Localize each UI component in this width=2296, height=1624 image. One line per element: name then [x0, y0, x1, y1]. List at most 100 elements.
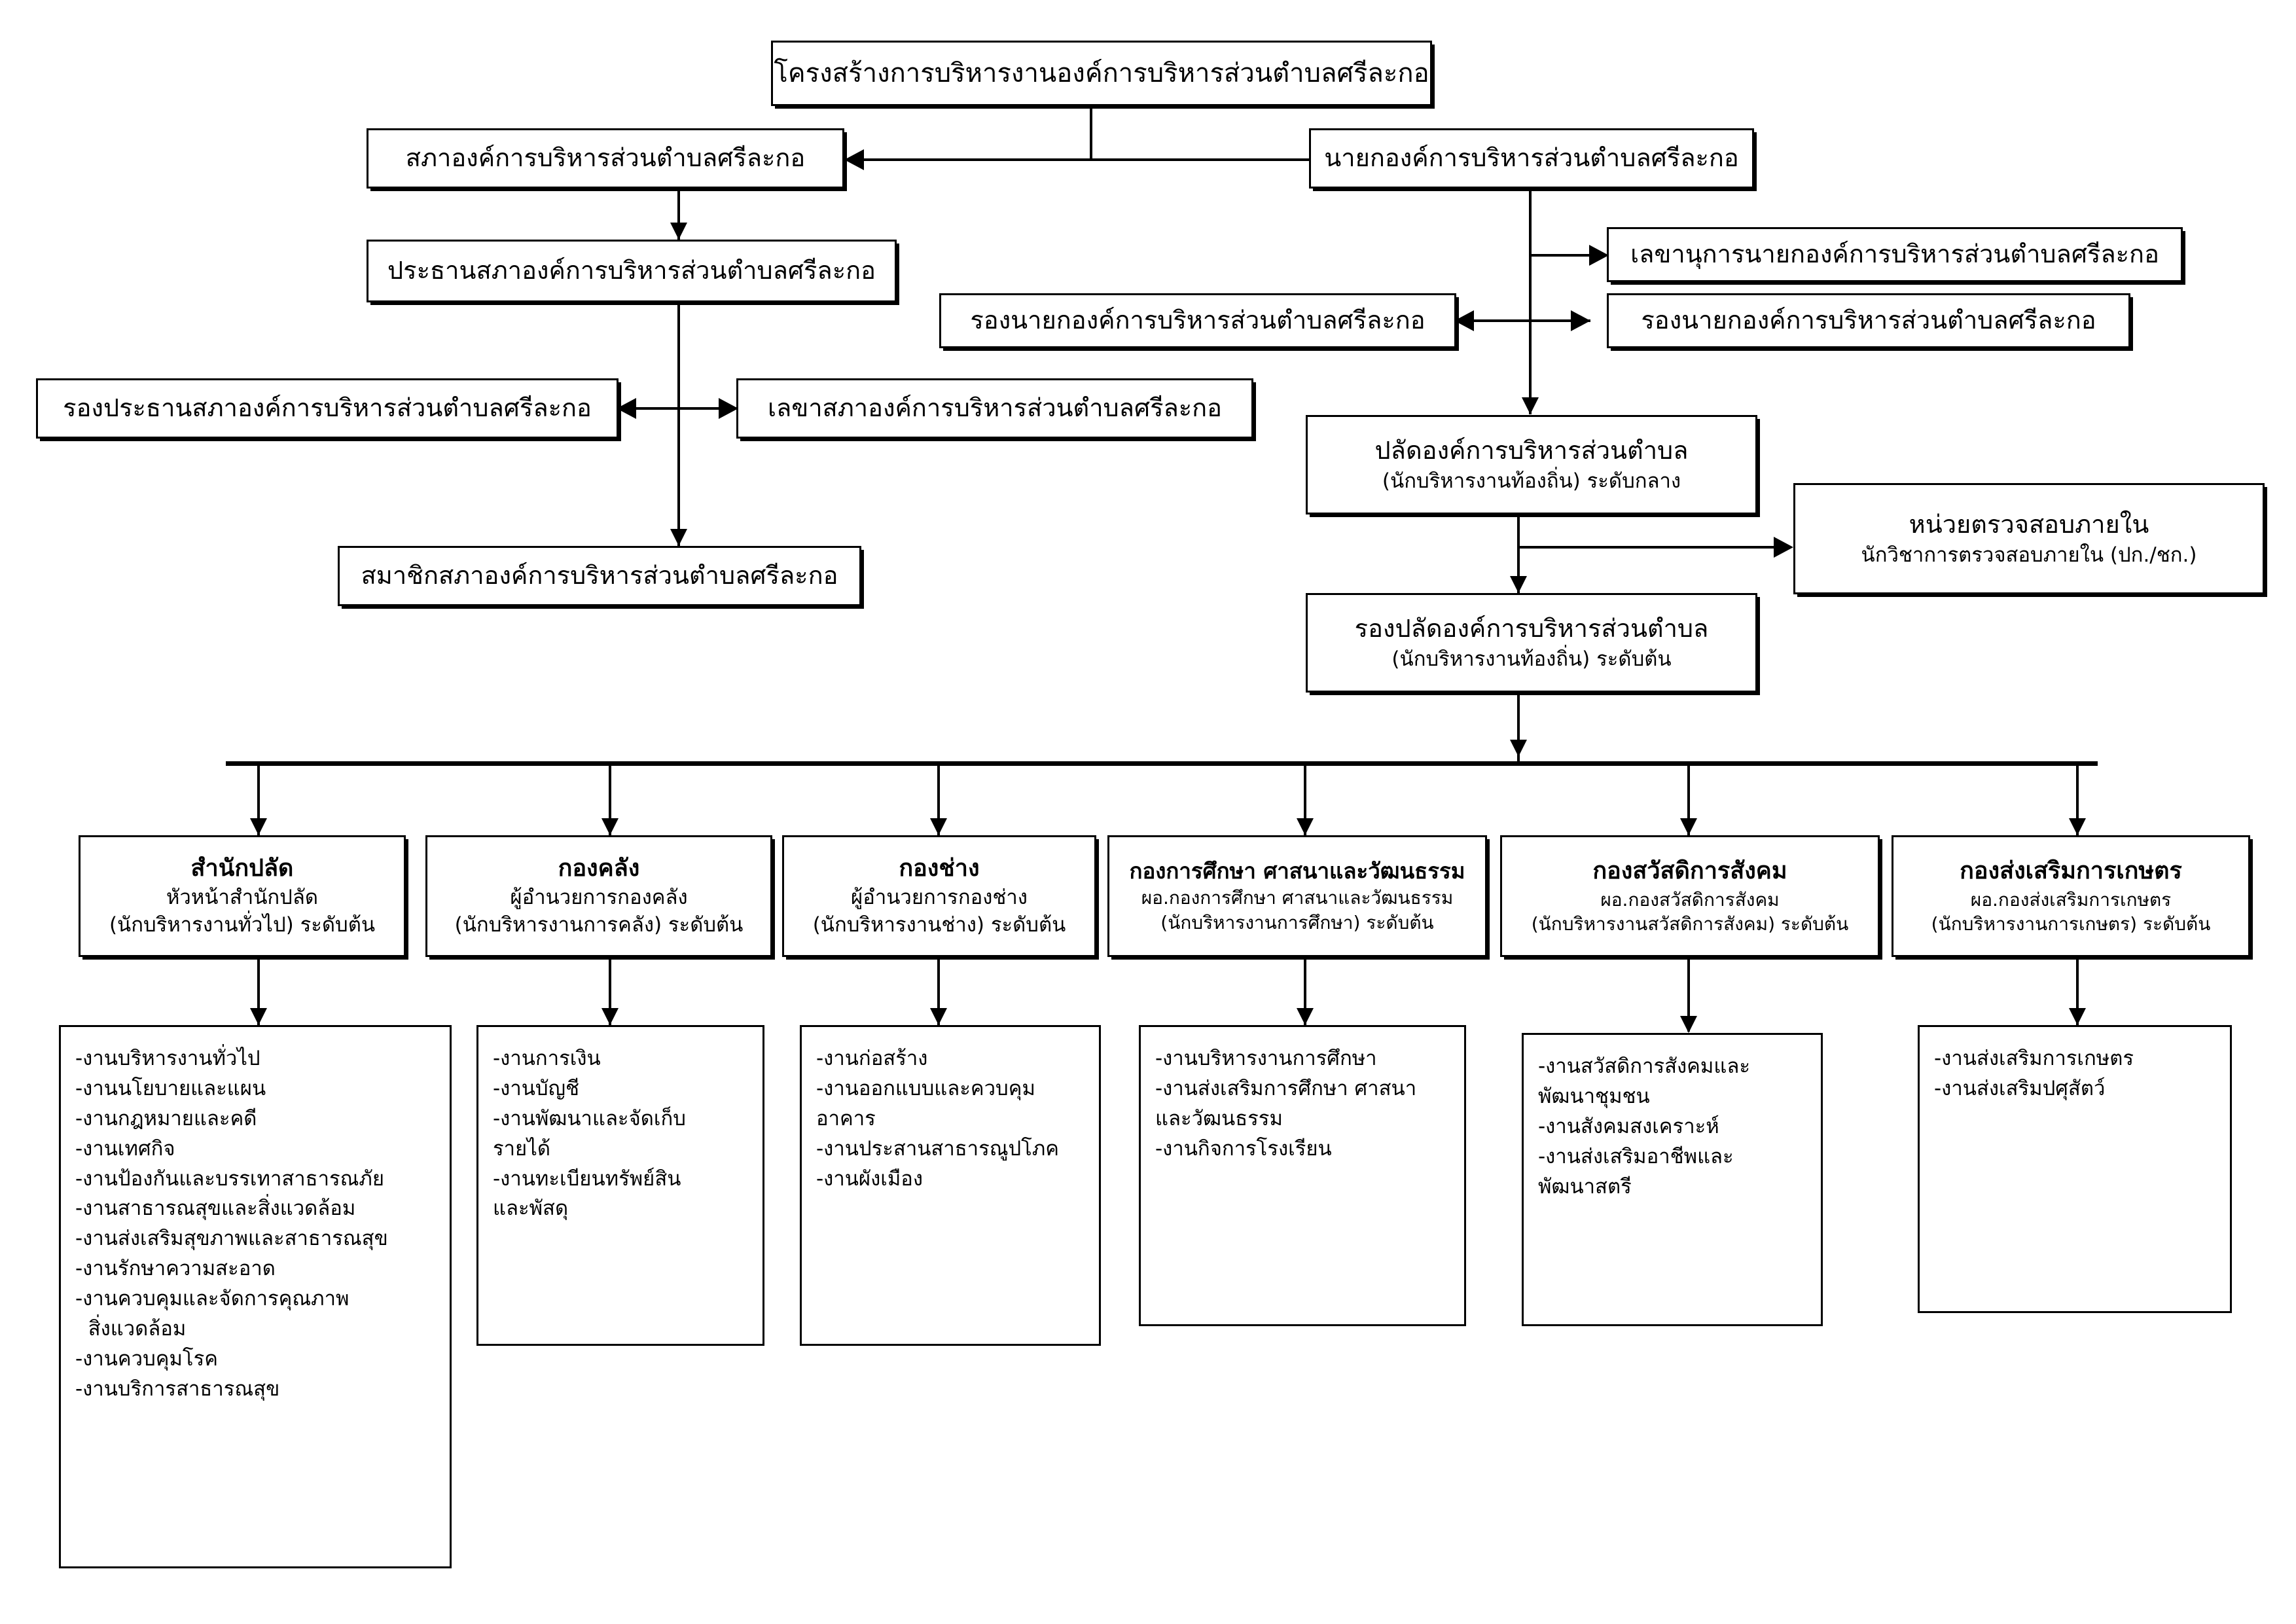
mayor-label: นายกองค์การบริหารส่วนตำบลศรีละกอ: [1324, 143, 1739, 173]
connector-dept-2-to-tasks: [609, 957, 611, 1025]
arrow-to-deputy-mayor-left: [1454, 310, 1474, 331]
list-item: -งานออกแบบและควบคุม: [816, 1076, 1035, 1100]
task-list-box-5: -งานสวัสดิการสังคมและ พัฒนาชุมชน -งานสัง…: [1522, 1033, 1823, 1326]
list-item: และพัสดุ: [493, 1197, 569, 1221]
list-item: และวัฒนธรรม: [1155, 1106, 1283, 1130]
council-chair-box: ประธานสภาองค์การบริหารส่วนตำบลศรีละกอ: [367, 240, 897, 302]
department-box-4: กองการศึกษา ศาสนาและวัฒนธรรม ผอ.กองการศึ…: [1107, 835, 1487, 957]
department-box-3: กองช่าง ผู้อำนวยการกองช่าง (นักบริหารงาน…: [782, 835, 1096, 957]
connector-dept-3-to-tasks: [937, 957, 940, 1025]
internal-audit-box: หน่วยตรวจสอบภายใน นักวิชาการตรวจสอบภายใน…: [1793, 483, 2265, 594]
deputy-chief-admin-title: รองปลัดองค์การบริหารส่วนตำบล: [1354, 614, 1709, 643]
connector-deputy-mayors: [1473, 319, 1590, 322]
department-4-name: กองการศึกษา ศาสนาและวัฒนธรรม: [1129, 857, 1465, 884]
arrow-bus-drop-4: [1297, 818, 1314, 835]
list-item: -งานควบคุมโรค: [75, 1346, 218, 1371]
connector-bus-drop-4: [1304, 765, 1306, 835]
department-1-name: สำนักปลัด: [190, 854, 294, 882]
arrow-dept-5-to-tasks: [1680, 1016, 1697, 1033]
arrow-to-mayor-secretary: [1589, 245, 1609, 266]
connector-dept-4-to-tasks: [1304, 957, 1306, 1025]
internal-audit-role: นักวิชาการตรวจสอบภายใน (ปก./ชก.): [1861, 543, 2197, 567]
arrow-bus-drop-5: [1680, 818, 1697, 835]
connector-chief-to-audit: [1517, 546, 1785, 549]
deputy-mayor-right-box: รองนายกองค์การบริหารส่วนตำบลศรีละกอ: [1607, 293, 2130, 348]
arrow-council-to-chair: [670, 223, 687, 240]
department-1-head: หัวหน้าสำนักปลัด: [166, 886, 318, 910]
list-item: -งานบัญชี: [493, 1076, 580, 1100]
list-item: -งานนโยบายและแผน: [75, 1076, 266, 1100]
page-title: โครงสร้างการบริหารงานองค์การบริหารส่วนตำ…: [774, 58, 1429, 88]
department-5-name: กองสวัสดิการสังคม: [1592, 857, 1787, 884]
department-box-5: กองสวัสดิการสังคม ผอ.กองสวัสดิการสังคม (…: [1500, 835, 1880, 957]
task-list-box-1: -งานบริหารงานทั่วไป -งานนโยบายและแผน -งา…: [59, 1025, 452, 1568]
council-members-label: สมาชิกสภาองค์การบริหารส่วนตำบลศรีละกอ: [361, 561, 838, 590]
list-item: พัฒนาชุมชน: [1538, 1084, 1650, 1108]
department-5-rank: (นักบริหารงานสวัสดิการสังคม) ระดับต้น: [1531, 913, 1849, 935]
list-item: -งานการเงิน: [493, 1047, 601, 1070]
list-item: สิ่งแวดล้อม: [75, 1316, 187, 1341]
list-item: -งานส่งเสริมการศึกษา ศาสนา: [1155, 1076, 1417, 1100]
arrow-dept-2-to-tasks: [601, 1008, 619, 1025]
list-item: อาคาร: [816, 1106, 876, 1130]
list-item: -งานกิจการโรงเรียน: [1155, 1136, 1332, 1161]
task-list-1: -งานบริหารงานทั่วไป -งานนโยบายและแผน -งา…: [75, 1044, 438, 1405]
arrow-to-vice-chair: [617, 398, 636, 419]
list-item: -งานบริการสาธารณสุข: [75, 1377, 280, 1401]
connector-dept-6-to-tasks: [2076, 957, 2079, 1025]
list-item: -งานป้องกันและบรรเทาสาธารณภัย: [75, 1166, 385, 1191]
council-box: สภาองค์การบริหารส่วนตำบลศรีละกอ: [367, 128, 844, 189]
connector-bus-drop-6: [2076, 765, 2079, 835]
list-item: พัฒนาสตรี: [1538, 1174, 1632, 1199]
deputy-mayor-left-box: รองนายกองค์การบริหารส่วนตำบลศรีละกอ: [939, 293, 1456, 348]
list-item: -งานผังเมือง: [816, 1166, 924, 1191]
connector-deputy-chief-to-bus: [1517, 693, 1520, 763]
department-3-head: ผู้อำนวยการกองช่าง: [851, 886, 1028, 910]
department-4-rank: (นักบริหารงานการศึกษา) ระดับต้น: [1160, 912, 1434, 934]
list-item: -งานส่งเสริมสุขภาพและสาธารณสุข: [75, 1227, 388, 1251]
chief-admin-box: ปลัดองค์การบริหารส่วนตำบล (นักบริหารงานท…: [1306, 415, 1757, 514]
arrow-bus-drop-6: [2069, 818, 2086, 835]
connector-bus-drop-3: [937, 765, 940, 835]
arrow-bus-drop-2: [601, 818, 619, 835]
list-item: -งานส่งเสริมปศุสัตว์: [1934, 1076, 2106, 1100]
arrow-chief-to-deputy-chief: [1510, 576, 1527, 593]
connector-title-bus: [861, 158, 1342, 161]
task-list-2: -งานการเงิน -งานบัญชี -งานพัฒนาและจัดเก็…: [493, 1044, 751, 1224]
connector-chair-to-members: [677, 302, 680, 546]
arrow-dept-1-to-tasks: [250, 1008, 267, 1025]
council-secretary-label: เลขาสภาองค์การบริหารส่วนตำบลศรีละกอ: [767, 393, 1223, 423]
department-6-rank: (นักบริหารงานการเกษตร) ระดับต้น: [1931, 913, 2211, 935]
task-list-box-4: -งานบริหารงานการศึกษา -งานส่งเสริมการศึก…: [1139, 1025, 1466, 1326]
list-item: -งานสวัสดิการสังคมและ: [1538, 1055, 1750, 1078]
department-box-6: กองส่งเสริมการเกษตร ผอ.กองส่งเสริมการเกษ…: [1892, 835, 2250, 957]
mayor-secretary-box: เลขานุการนายกองค์การบริหารส่วนตำบลศรีละก…: [1607, 227, 2183, 282]
department-2-rank: (นักบริหารงานการคลัง) ระดับต้น: [454, 913, 744, 937]
council-vice-chair-label: รองประธานสภาองค์การบริหารส่วนตำบลศรีละกอ: [63, 393, 592, 423]
list-item: -งานควบคุมและจัดการคุณภาพ: [75, 1287, 350, 1310]
connector-mayor-to-secretary: [1529, 254, 1601, 257]
deputy-chief-admin-box: รองปลัดองค์การบริหารส่วนตำบล (นักบริหารง…: [1306, 593, 1757, 693]
chart-title-box: โครงสร้างการบริหารงานองค์การบริหารส่วนตำ…: [771, 41, 1432, 106]
arrow-bus-drop-1: [250, 818, 267, 835]
task-list-5: -งานสวัสดิการสังคมและ พัฒนาชุมชน -งานสัง…: [1538, 1052, 1809, 1202]
chief-admin-title: ปลัดองค์การบริหารส่วนตำบล: [1374, 436, 1689, 465]
department-box-2: กองคลัง ผู้อำนวยการกองคลัง (นักบริหารงาน…: [425, 835, 772, 957]
department-6-name: กองส่งเสริมการเกษตร: [1960, 857, 2182, 884]
arrow-to-council: [844, 149, 864, 170]
task-list-box-6: -งานส่งเสริมการเกษตร -งานส่งเสริมปศุสัตว…: [1918, 1025, 2232, 1313]
task-list-4: -งานบริหารงานการศึกษา -งานส่งเสริมการศึก…: [1155, 1044, 1452, 1164]
connector-dept-1-to-tasks: [257, 957, 260, 1025]
list-item: -งานประสานสาธารณูปโภค: [816, 1136, 1059, 1161]
list-item: -งานก่อสร้าง: [816, 1047, 928, 1070]
connector-bus-drop-1: [257, 765, 260, 835]
connector-bus-drop-5: [1687, 765, 1690, 835]
connector-title-stem: [1090, 106, 1092, 160]
arrow-to-deputy-mayor-right: [1571, 310, 1590, 331]
arrow-dept-4-to-tasks: [1297, 1008, 1314, 1025]
list-item: -งานพัฒนาและจัดเก็บ: [493, 1106, 686, 1130]
list-item: -งานสังคมสงเคราะห์: [1538, 1114, 1719, 1138]
arrow-to-secretary: [719, 398, 738, 419]
arrow-bus-drop-3: [930, 818, 947, 835]
